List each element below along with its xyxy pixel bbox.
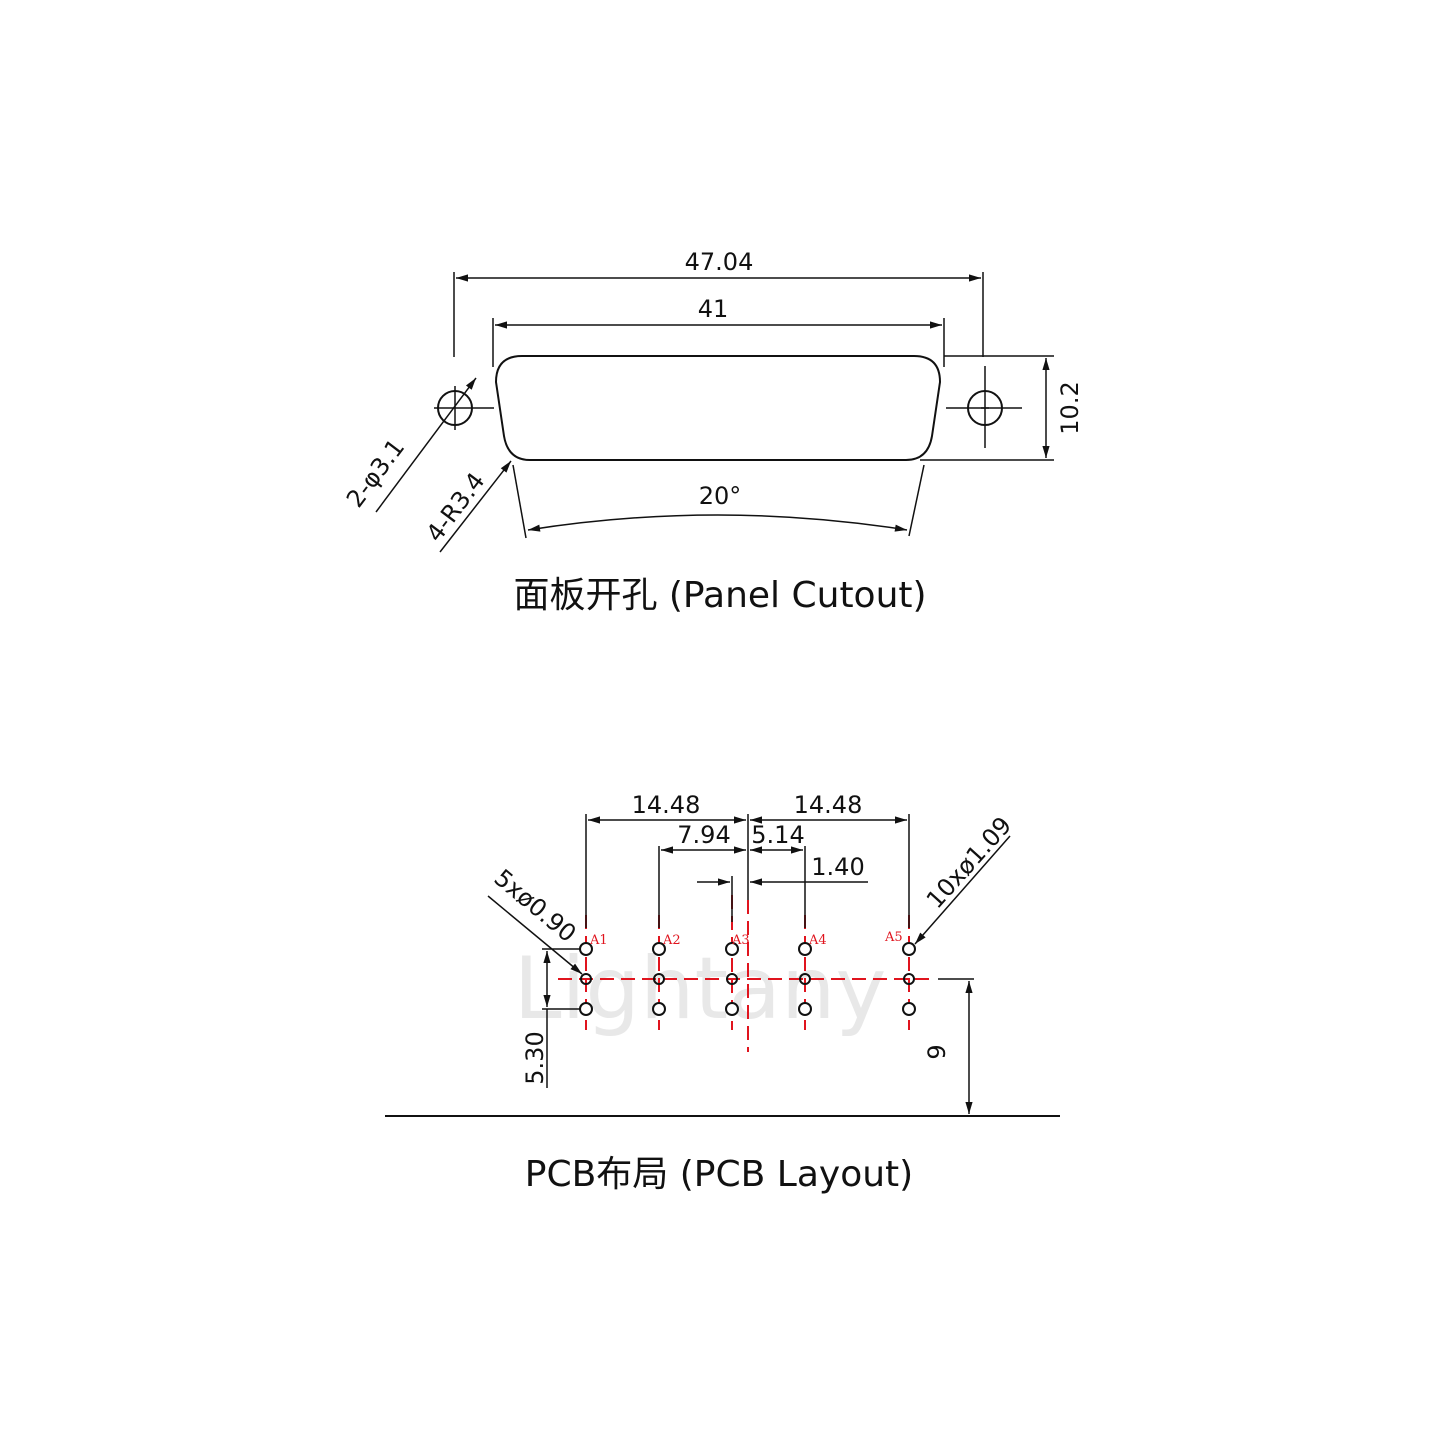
- dim-arc-angle: [527, 514, 908, 532]
- pin-label-a3: A3: [731, 933, 750, 948]
- dim-right-span: 14.48: [794, 791, 863, 819]
- dim-mount-holes: 2-φ3.1: [341, 434, 410, 513]
- dim-overall-width: 47.04: [685, 248, 754, 276]
- pin-label-a1: A1: [589, 933, 608, 948]
- dim-a3-offset: 1.40: [811, 853, 864, 881]
- pcb-layout-view: Lightany 14.48 14.48 7.94 5.14 1.40: [385, 791, 1060, 1195]
- pin-holes: [579, 942, 916, 1016]
- dim-a2-offset: 7.94: [677, 821, 730, 849]
- dim-angle: 20°: [699, 482, 742, 510]
- pin-label-a4: A4: [808, 933, 827, 948]
- dim-edge-distance: 9: [923, 1044, 951, 1059]
- dim-height: 10.2: [1056, 381, 1084, 434]
- dim-left-span: 14.48: [632, 791, 701, 819]
- panel-cutout-view: 47.04 41 10.2 2-φ3.1 4-R3.4 20° 面板开孔 (Pa…: [341, 248, 1084, 616]
- dim-cutout-width: 41: [698, 295, 729, 323]
- dim-large-holes: 10xø1.09: [921, 811, 1017, 914]
- pin-label-a2: A2: [662, 933, 681, 948]
- dim-corner-radius: 4-R3.4: [421, 467, 491, 547]
- pcb-layout-title: PCB布局 (PCB Layout): [525, 1154, 913, 1195]
- dsub-cutout-shape: [494, 355, 942, 461]
- pin-label-a5: A5: [884, 930, 903, 945]
- dim-a4-offset: 5.14: [751, 821, 804, 849]
- panel-cutout-title: 面板开孔 (Panel Cutout): [513, 575, 926, 616]
- dim-row-pitch: 5.30: [521, 1031, 549, 1084]
- watermark: Lightany: [514, 939, 887, 1039]
